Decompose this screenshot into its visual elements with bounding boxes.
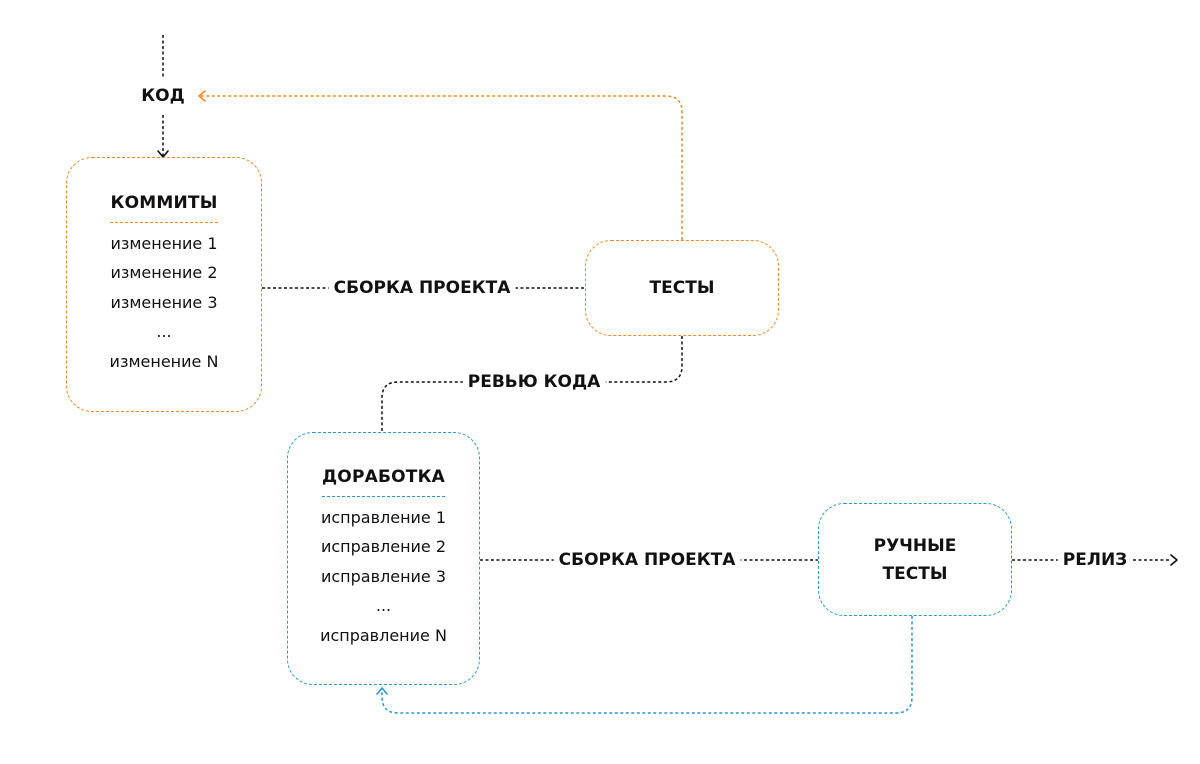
rework-item: исправление 3: [320, 566, 447, 586]
connector-tests-to-code: [200, 95, 683, 240]
connector-manual-to-rework: [381, 616, 913, 714]
build-label-1: СБОРКА ПРОЕКТА: [328, 277, 516, 299]
commit-item: изменение 2: [110, 263, 218, 283]
commit-item: изменение 1: [110, 233, 218, 253]
release-label: РЕЛИЗ: [1057, 549, 1133, 571]
rework-title: ДОРАБОТКА: [321, 467, 446, 497]
build-label-2: СБОРКА ПРОЕКТА: [553, 549, 741, 571]
tests-box: ТЕСТЫ: [585, 240, 779, 336]
rework-list: исправление 1 исправление 2 исправление …: [320, 503, 447, 651]
manual-tests-box: РУЧНЫЕ ТЕСТЫ: [818, 503, 1012, 616]
commit-item: изменение N: [109, 351, 219, 371]
manual-tests-title-line2: ТЕСТЫ: [882, 563, 948, 584]
commits-title: КОММИТЫ: [110, 193, 218, 223]
review-label: РЕВЬЮ КОДА: [462, 371, 606, 393]
arrowhead-release: [1170, 554, 1178, 566]
code-label: КОД: [136, 85, 190, 107]
commits-box: КОММИТЫ изменение 1 изменение 2 изменени…: [66, 157, 262, 412]
commits-list: изменение 1 изменение 2 изменение 3 ... …: [110, 229, 219, 377]
arrowhead-code: [198, 90, 206, 102]
commit-item: ...: [156, 322, 172, 342]
rework-box: ДОРАБОТКА исправление 1 исправление 2 ис…: [287, 432, 480, 685]
rework-item: исправление 2: [320, 537, 447, 557]
manual-tests-title-line1: РУЧНЫЕ: [873, 535, 957, 556]
rework-item: ...: [375, 596, 392, 616]
rework-item: исправление 1: [320, 507, 447, 527]
commit-item: изменение 3: [110, 292, 218, 312]
arrowhead-rework: [376, 687, 388, 695]
rework-item: исправление N: [320, 625, 447, 645]
tests-title: ТЕСТЫ: [649, 278, 715, 298]
